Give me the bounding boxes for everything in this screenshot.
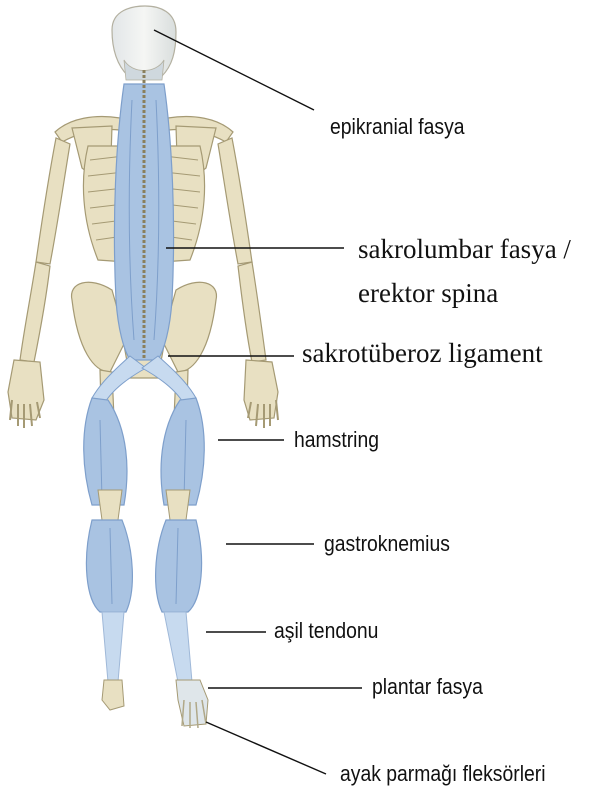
achilles-tendon <box>102 612 192 682</box>
label-toe-flexors: ayak parmağı fleksörleri <box>340 763 546 785</box>
label-erector-spinae: erektor spina <box>358 280 498 307</box>
label-plantar-fascia: plantar fasya <box>372 676 483 698</box>
label-hamstring: hamstring <box>294 429 379 451</box>
leader-line-toe-flexors <box>206 722 326 774</box>
knees <box>98 490 190 520</box>
label-achilles-tendon: aşil tendonu <box>274 620 378 642</box>
label-gastrocnemius: gastroknemius <box>324 533 450 555</box>
label-sacrolumbar-fascia: sakrolumbar fasya / <box>358 236 571 263</box>
skull <box>112 6 176 80</box>
gastrocnemius <box>86 520 201 612</box>
leader-line-epicranial <box>154 30 314 110</box>
erector-spinae <box>114 70 173 360</box>
label-epicranial-fascia: epikranial fasya <box>330 116 465 138</box>
feet <box>102 680 208 728</box>
hamstrings <box>84 398 205 505</box>
label-sacrotuberous-ligament: sakrotüberoz ligament <box>302 340 543 367</box>
